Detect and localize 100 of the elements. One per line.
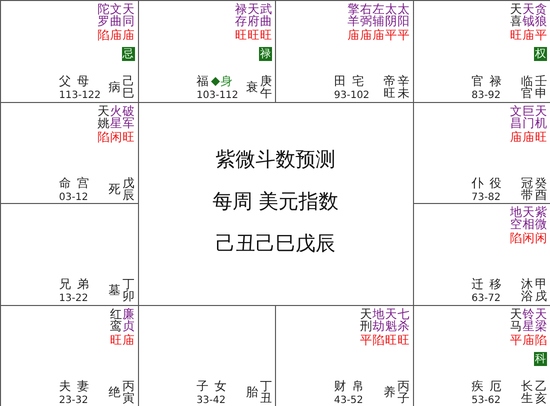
ganzhi-label: 戊辰 — [122, 176, 134, 200]
brightness-label: 庙 — [110, 29, 122, 41]
age-range: 43-52 — [334, 394, 364, 406]
age-range: 53-62 — [472, 394, 501, 406]
stage-label: 胎 — [246, 386, 258, 398]
brightness-label: 旺 — [260, 29, 272, 41]
star-name: 地劫 — [372, 308, 384, 332]
stage-label: 养 — [384, 386, 396, 398]
star-name: 天喜 — [510, 3, 522, 27]
star-name: 巨门 — [522, 104, 534, 128]
stage-label: 冠带 — [521, 176, 533, 200]
age-range: 03-12 — [59, 192, 88, 202]
age-range: 13-22 — [59, 293, 88, 304]
star-name: 太阴 — [385, 3, 397, 27]
ganzhi-label: 庚午 — [260, 75, 272, 99]
brightness-label: 旺 — [122, 130, 134, 142]
star-name: 文昌 — [510, 104, 522, 128]
star-name: 擎羊 — [348, 3, 360, 27]
stage-label: 病 — [108, 81, 120, 93]
palace-cell — [0, 0, 138, 102]
star-name: 火星 — [110, 104, 122, 128]
age-range: 23-32 — [59, 394, 88, 406]
ganzhi-label: 丁卯 — [122, 278, 134, 302]
ganzhi-label: 壬申 — [535, 75, 547, 99]
ganzhi-label: 丁丑 — [260, 380, 272, 404]
brightness-label: 庙 — [348, 29, 360, 41]
brightness-label: 庙 — [522, 334, 534, 346]
star-name: 武曲 — [260, 3, 272, 27]
brightness-label: 庙 — [122, 334, 134, 346]
star-name: 廉贞 — [122, 308, 134, 332]
stage-label: 长生 — [521, 380, 533, 404]
star-name: 贪狼 — [535, 3, 547, 27]
star-badge: 忌 — [122, 47, 134, 61]
star-name: 天魁 — [385, 308, 397, 332]
stage-label: 帝旺 — [384, 75, 396, 99]
brightness-label: 平 — [385, 29, 397, 41]
stage-label: 墓 — [108, 284, 120, 296]
brightness-label: 平 — [535, 29, 547, 41]
star-name: 右弼 — [360, 3, 372, 27]
brightness-label: 平 — [398, 29, 410, 41]
palace-name: 仆役 — [472, 176, 508, 190]
brightness-label: 旺 — [235, 29, 247, 41]
brightness-label: 旺 — [535, 130, 547, 142]
stage-label: 绝 — [108, 386, 120, 398]
ganzhi-label: 辛未 — [398, 75, 410, 99]
star-name: 左辅 — [372, 3, 384, 27]
star-name: 七杀 — [398, 308, 410, 332]
age-range: 83-92 — [472, 90, 501, 101]
star-name: 天同 — [122, 3, 134, 27]
palace-name: 官禄 — [472, 75, 508, 88]
palace-name: 兄弟 — [59, 278, 95, 291]
body-marker: 身 — [220, 75, 232, 88]
center-text: 己丑己巳戊辰 — [214, 230, 336, 254]
star-name: 天刑 — [360, 308, 372, 332]
brightness-label: 陷 — [98, 130, 110, 142]
palace-name: 财帛 — [334, 380, 370, 392]
ganzhi-label: 丙寅 — [122, 380, 134, 404]
star-name: 天相 — [522, 206, 534, 230]
star-name: 天钺 — [522, 3, 534, 27]
brightness-label: 旺 — [510, 29, 522, 41]
age-range: 63-72 — [472, 293, 501, 304]
star-name: 破军 — [122, 104, 134, 128]
star-name: 天马 — [510, 308, 522, 332]
ganzhi-label: 甲戌 — [535, 278, 547, 302]
palace-name: 福 — [196, 75, 208, 88]
star-name: 文曲 — [110, 3, 122, 27]
star-name: 太阳 — [398, 3, 410, 27]
palace-name: 田宅 — [334, 75, 370, 88]
brightness-label: 旺 — [248, 29, 260, 41]
age-range: 113-122 — [59, 90, 101, 101]
age-range: 103-112 — [196, 90, 238, 101]
brightness-label: 平 — [510, 334, 522, 346]
ganzhi-label: 己巳 — [122, 75, 134, 99]
brightness-label: 庙 — [360, 29, 372, 41]
brightness-label: 庙 — [510, 130, 522, 142]
brightness-label: 平 — [360, 334, 372, 346]
star-name: 紫微 — [535, 206, 547, 230]
stage-label: 临官 — [521, 75, 533, 99]
star-name: 红鸾 — [110, 308, 122, 332]
ganzhi-label: 乙亥 — [535, 380, 547, 404]
brightness-label: 陷 — [535, 334, 547, 346]
star-name: 天府 — [248, 3, 260, 27]
center-text: 每周 美元指数 — [211, 188, 340, 212]
brightness-label: 庙 — [122, 29, 134, 41]
age-range: 93-102 — [334, 90, 370, 101]
star-badge: 禄 — [259, 47, 272, 61]
brightness-label: 庙 — [522, 29, 534, 41]
star-badge: 科 — [534, 352, 547, 366]
brightness-label: 陷 — [510, 232, 522, 244]
brightness-label: 旺 — [398, 334, 410, 346]
star-name: 天姚 — [98, 104, 110, 128]
age-range: 73-82 — [472, 192, 501, 202]
brightness-label: 旺 — [110, 334, 122, 346]
stage-label: 死 — [108, 182, 120, 194]
palace-name: 疾厄 — [472, 380, 508, 392]
age-range: 33-42 — [196, 394, 226, 406]
palace-name: 子女 — [196, 380, 232, 392]
star-name: 天梁 — [535, 308, 547, 332]
star-badge: 权 — [534, 47, 547, 61]
palace-name: 夫妻 — [59, 380, 95, 392]
